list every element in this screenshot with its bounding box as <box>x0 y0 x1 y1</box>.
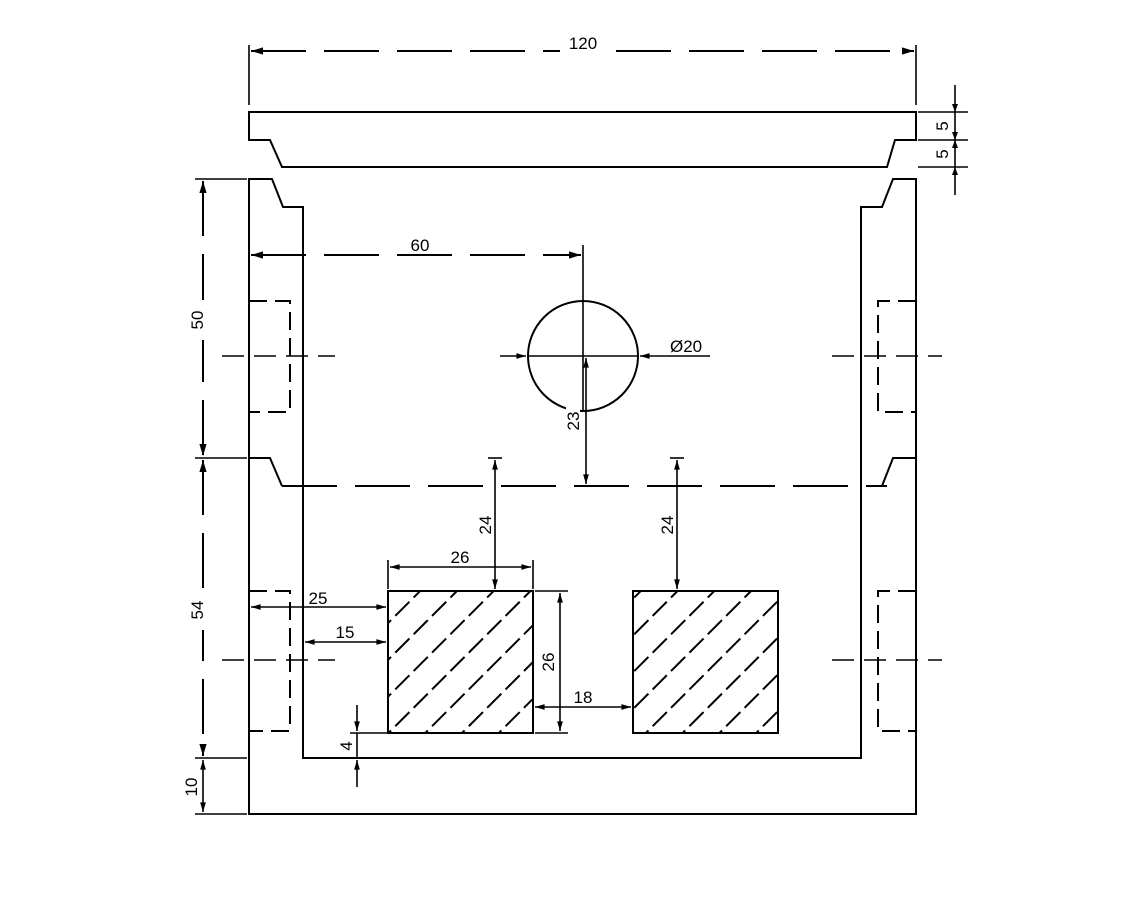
middle-step-right <box>881 457 916 487</box>
dim-label-diameter: Ø20 <box>670 337 702 356</box>
dim-label-26-height: 26 <box>539 653 558 672</box>
dim-label-15: 15 <box>336 623 355 642</box>
hidden-slot-left-upper <box>249 300 291 413</box>
dim-label-23: 23 <box>564 412 583 431</box>
dim-label-24-left: 24 <box>476 516 495 535</box>
dim-block-bottom-gap: 4 <box>337 705 388 787</box>
dim-label-120: 120 <box>569 34 597 53</box>
body-outer-outline <box>248 178 917 815</box>
hatched-block-right <box>632 590 779 734</box>
dim-hole-height: 23 <box>564 358 589 484</box>
dim-label-18: 18 <box>574 688 593 707</box>
dim-label-60: 60 <box>411 236 430 255</box>
dim-lid-right: 5 5 <box>918 85 968 195</box>
middle-step-left <box>249 457 283 487</box>
dim-block-spacing: 18 <box>535 688 631 710</box>
dim-label-4: 4 <box>337 741 356 750</box>
dim-block-height: 26 <box>535 590 568 734</box>
hatched-block-left <box>387 590 534 734</box>
dim-label-10: 10 <box>182 778 201 797</box>
dim-label-26-width: 26 <box>451 548 470 567</box>
dim-block-top-gaps: 24 24 <box>476 457 684 589</box>
dim-block-offset-inner: 15 <box>305 623 386 645</box>
dim-label-24-right: 24 <box>658 516 677 535</box>
dim-hole-diameter: Ø20 <box>500 337 710 359</box>
dim-label-54: 54 <box>188 601 207 620</box>
dim-label-5-bottom: 5 <box>933 149 952 158</box>
hidden-slot-left-lower <box>249 590 291 732</box>
dim-label-50: 50 <box>188 311 207 330</box>
hidden-slot-right-lower <box>877 590 916 732</box>
dim-label-25: 25 <box>309 589 328 608</box>
lid-outline <box>248 111 917 168</box>
dim-block-offset-outer: 25 <box>251 589 386 610</box>
dim-left-heights: 50 54 10 <box>182 178 247 815</box>
dim-overall-width: 120 <box>248 33 917 105</box>
dim-hole-offset: 60 <box>251 236 581 259</box>
dim-label-5-top: 5 <box>933 121 952 130</box>
dim-block-width: 26 <box>387 548 534 589</box>
